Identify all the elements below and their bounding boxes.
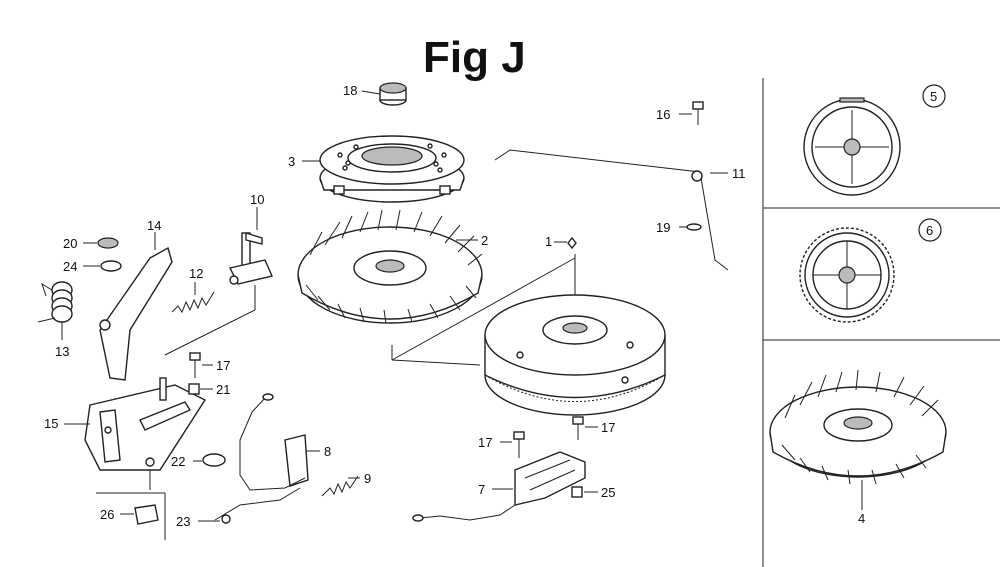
callout-19: 19 <box>656 220 670 235</box>
callout-17-left: 17 <box>216 358 230 373</box>
callout-12: 12 <box>189 266 203 281</box>
part-13-torsion-spring[interactable] <box>37 281 73 340</box>
part-9-spring[interactable] <box>321 475 360 497</box>
variant-5-flywheel-top[interactable] <box>803 97 901 196</box>
callout-22: 22 <box>171 454 185 469</box>
callout-11: 11 <box>732 166 746 181</box>
callout-7: 7 <box>478 482 485 497</box>
callout-5: 5 <box>930 89 937 104</box>
callout-24: 24 <box>63 259 77 274</box>
callout-6: 6 <box>926 223 933 238</box>
assembly-leader-lines <box>391 254 576 366</box>
callout-10: 10 <box>250 192 264 207</box>
part-4-cooling-fan[interactable] <box>769 369 947 510</box>
part-24-washer[interactable] <box>83 260 122 272</box>
flywheel[interactable] <box>484 294 666 416</box>
part-15-bracket-plate[interactable] <box>64 377 207 490</box>
part-8-stop-switch[interactable] <box>214 393 320 521</box>
part-22-clip[interactable] <box>193 453 226 467</box>
part-17-bolt-left[interactable] <box>189 352 213 378</box>
part-11-control-rod[interactable] <box>494 149 729 271</box>
part-17-bolt-middle[interactable] <box>500 431 525 458</box>
part-21-collar[interactable] <box>188 383 213 395</box>
callout-3: 3 <box>288 154 295 169</box>
callout-23: 23 <box>176 514 190 529</box>
part-7-ignition-coil[interactable] <box>412 451 586 522</box>
part-26-terminal[interactable] <box>120 504 159 525</box>
callout-13: 13 <box>55 344 69 359</box>
callout-21: 21 <box>216 382 230 397</box>
part-1-key[interactable] <box>554 236 577 250</box>
part-25-collar[interactable] <box>571 486 598 498</box>
callout-9: 9 <box>364 471 371 486</box>
part-20-nut[interactable] <box>83 237 119 249</box>
callout-17-right: 17 <box>601 420 615 435</box>
part-23-screw[interactable] <box>198 514 231 524</box>
part-10-governor-arm[interactable] <box>164 207 273 356</box>
part-19-washer[interactable] <box>679 223 702 231</box>
callout-8: 8 <box>324 444 331 459</box>
callout-15: 15 <box>44 416 58 431</box>
callout-18: 18 <box>343 83 357 98</box>
callout-6-circle <box>918 218 942 242</box>
variant-6-ring-gear-flywheel[interactable] <box>799 227 895 323</box>
callout-17-middle: 17 <box>478 435 492 450</box>
part-14-lever[interactable] <box>99 232 173 381</box>
callout-20: 20 <box>63 236 77 251</box>
part-3-starter-pulley[interactable] <box>302 135 465 203</box>
callout-14: 14 <box>147 218 161 233</box>
part-16-screw[interactable] <box>679 101 704 125</box>
figure-title: Fig J <box>423 33 526 82</box>
part-12-spring[interactable] <box>171 282 215 314</box>
part-17-bolt-right[interactable] <box>572 416 598 440</box>
variant-panel-borders <box>762 78 1000 567</box>
callout-25: 25 <box>601 485 615 500</box>
callout-16: 16 <box>656 107 670 122</box>
callout-1: 1 <box>545 234 552 249</box>
callout-2: 2 <box>481 233 488 248</box>
part-26-box <box>96 492 166 540</box>
part-18-nut[interactable] <box>361 82 407 106</box>
callout-4: 4 <box>858 511 865 526</box>
part-2-cooling-fan[interactable] <box>297 209 483 324</box>
callout-5-circle <box>922 84 946 108</box>
callout-26: 26 <box>100 507 114 522</box>
